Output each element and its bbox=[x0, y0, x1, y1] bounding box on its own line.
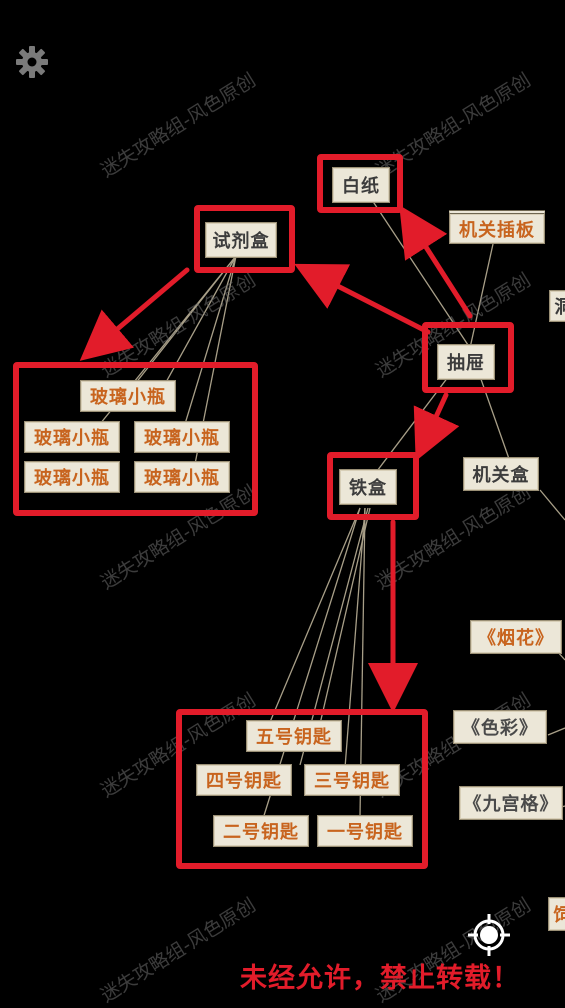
node-key-3[interactable]: 三号钥匙 bbox=[304, 764, 400, 796]
node-key-4[interactable]: 四号钥匙 bbox=[196, 764, 292, 796]
node-glass-vial[interactable]: 玻璃小瓶 bbox=[134, 461, 230, 493]
node-iron-box[interactable]: 铁盒 bbox=[339, 469, 397, 505]
node-glass-vial[interactable]: 玻璃小瓶 bbox=[134, 421, 230, 453]
node-mechanism-panel[interactable]: 机关插板 bbox=[449, 210, 545, 244]
node-partial-right[interactable]: 饲 bbox=[548, 897, 565, 931]
node-glass-vial[interactable]: 玻璃小瓶 bbox=[24, 421, 120, 453]
node-glass-vial[interactable]: 玻璃小瓶 bbox=[80, 380, 176, 412]
node-book-colors[interactable]: 《色彩》 bbox=[453, 710, 547, 744]
node-paper[interactable]: 白纸 bbox=[332, 167, 390, 203]
node-book-sudoku[interactable]: 《九宫格》 bbox=[459, 786, 563, 820]
node-key-1[interactable]: 一号钥匙 bbox=[317, 815, 413, 847]
node-drawer[interactable]: 抽屉 bbox=[437, 344, 495, 380]
gear-icon[interactable] bbox=[14, 44, 50, 80]
node-glass-vial[interactable]: 玻璃小瓶 bbox=[24, 461, 120, 493]
repost-notice: 未经允许，禁止转载！ bbox=[240, 963, 520, 994]
node-reagent-box[interactable]: 试剂盒 bbox=[205, 222, 277, 258]
node-book-fireworks[interactable]: 《烟花》 bbox=[470, 620, 562, 654]
node-key-2[interactable]: 二号钥匙 bbox=[213, 815, 309, 847]
node-key-5[interactable]: 五号钥匙 bbox=[246, 720, 342, 752]
crosshair-icon[interactable] bbox=[466, 912, 512, 958]
node-mechanism-box[interactable]: 机关盒 bbox=[463, 457, 539, 491]
node-partial-right[interactable]: 洞 bbox=[549, 290, 565, 322]
